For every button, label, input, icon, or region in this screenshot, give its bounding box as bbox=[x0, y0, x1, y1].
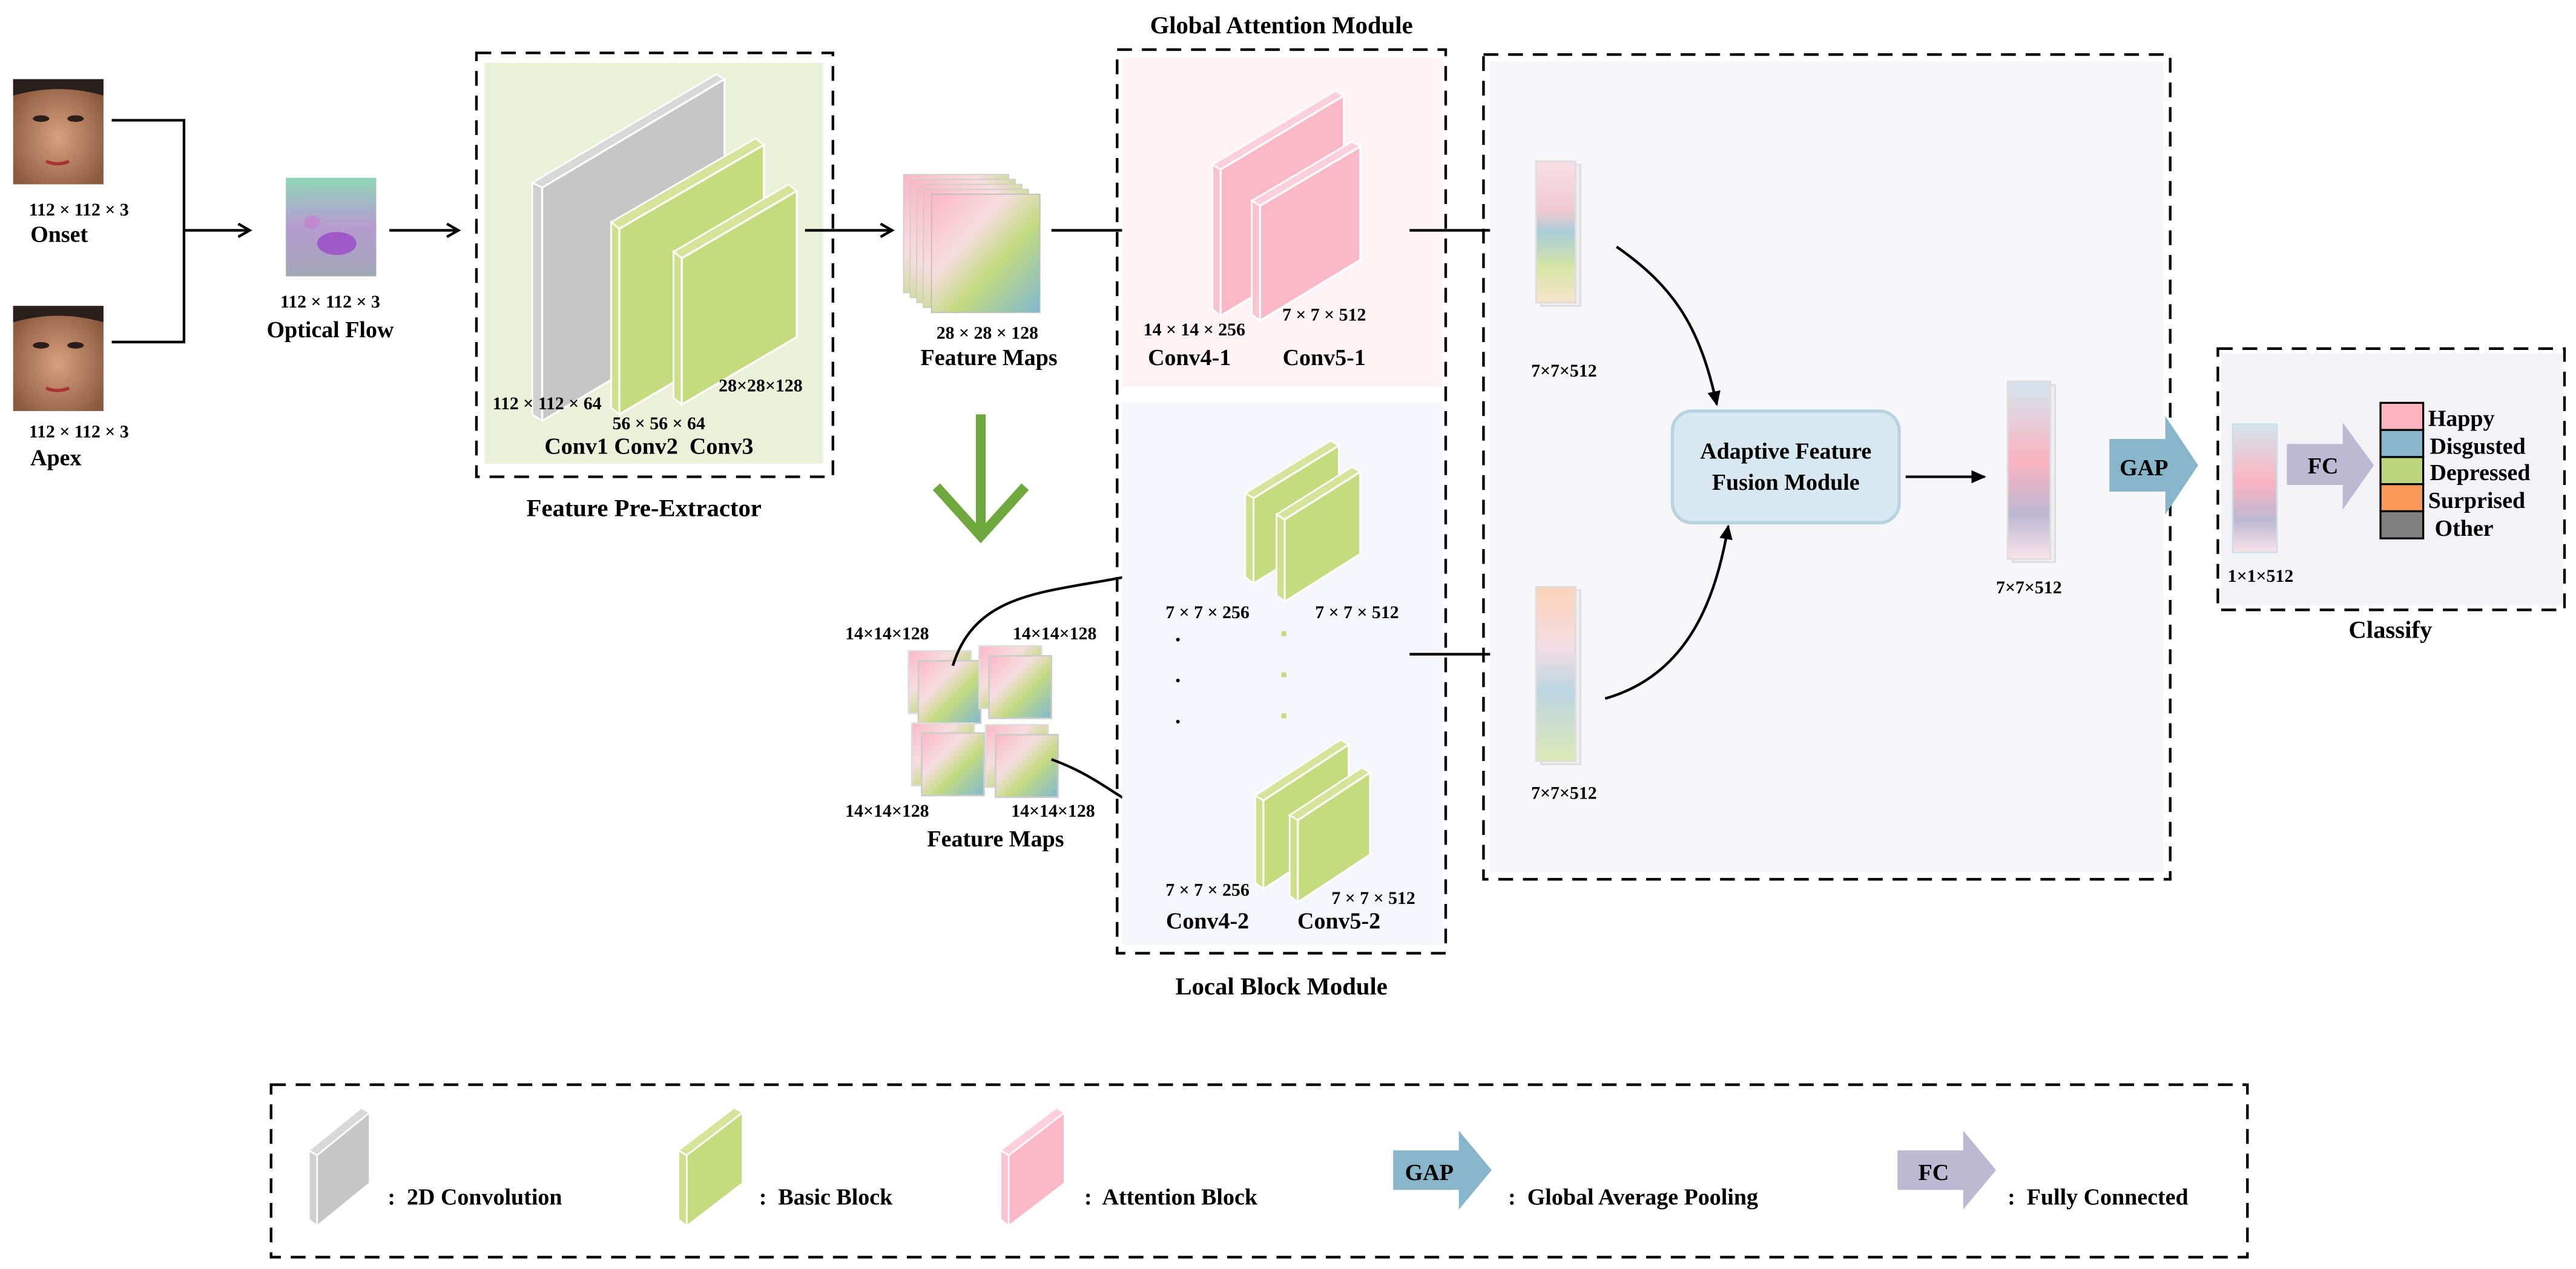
split-map-top-left bbox=[908, 650, 982, 724]
ellipsis-dot: . bbox=[1175, 704, 1181, 729]
feature-maps-size: 28 × 28 × 128 bbox=[937, 323, 1038, 343]
onset-label: Onset bbox=[30, 222, 88, 247]
input-merge-bracket bbox=[111, 119, 186, 344]
conv5-2-bottom-slab bbox=[1288, 766, 1372, 905]
class-swatch-happy bbox=[2379, 401, 2425, 431]
class-swatch-disgusted bbox=[2379, 429, 2425, 458]
fc-label: FC bbox=[2308, 453, 2339, 479]
class-swatch-depressed bbox=[2379, 456, 2425, 486]
adaptive-feature-fusion-module: Adaptive Feature Fusion Module bbox=[1670, 409, 1901, 525]
legend-gap-arrow-icon: GAP bbox=[1393, 1130, 1492, 1210]
local-bottom-conv5-size: 7 × 7 × 512 bbox=[1331, 888, 1415, 908]
legend-2d-convolution-label: : 2D Convolution bbox=[387, 1185, 562, 1210]
conv-labels: Conv1 Conv2 Conv3 bbox=[544, 433, 753, 459]
fc-arrow: FC bbox=[2287, 422, 2374, 510]
onset-size: 112 × 112 × 3 bbox=[29, 200, 129, 220]
feature-pre-extractor bbox=[475, 51, 834, 478]
class-label-other: Other bbox=[2435, 516, 2494, 541]
local-bottom-conv4-size: 7 × 7 × 256 bbox=[1165, 880, 1250, 900]
classify-vector-size: 1×1×512 bbox=[2228, 566, 2294, 586]
feature-maps-stack bbox=[903, 174, 1041, 313]
legend-fc-label: : Fully Connected bbox=[2008, 1185, 2189, 1210]
conv4-1-size: 14 × 14 × 256 bbox=[1144, 320, 1245, 340]
split-down-arrow-icon bbox=[932, 414, 1029, 544]
conv4-2-label: Conv4-2 bbox=[1166, 909, 1249, 934]
apex-face-image bbox=[13, 306, 104, 411]
feature-maps-label: Feature Maps bbox=[921, 345, 1058, 371]
conv5-1-label: Conv5-1 bbox=[1283, 345, 1366, 371]
local-block-title: Local Block Module bbox=[1175, 972, 1387, 1000]
local-feature-bar bbox=[1535, 585, 1581, 765]
conv5-1-attention-slab bbox=[1250, 140, 1362, 323]
classify-box bbox=[2216, 347, 2566, 611]
local-top-conv4-size: 7 × 7 × 256 bbox=[1165, 602, 1250, 622]
global-feature-bar bbox=[1535, 160, 1581, 307]
split-map-size-4: 14×14×128 bbox=[1011, 801, 1095, 821]
fused-output-bar bbox=[2006, 380, 2057, 563]
split-maps-label: Feature Maps bbox=[927, 826, 1064, 852]
apex-size: 112 × 112 × 3 bbox=[29, 421, 129, 441]
conv4-1-label: Conv4-1 bbox=[1148, 345, 1231, 371]
class-label-disgusted: Disgusted bbox=[2429, 433, 2525, 459]
class-label-surprised: Surprised bbox=[2428, 488, 2525, 513]
optical-flow-size: 112 × 112 × 3 bbox=[280, 292, 380, 312]
split-map-top-right bbox=[978, 645, 1053, 719]
split-map-size-1: 14×14×128 bbox=[845, 624, 929, 644]
optical-flow-label: Optical Flow bbox=[266, 317, 394, 343]
class-swatch-surprised bbox=[2379, 483, 2425, 513]
classify-feature-vector bbox=[2232, 423, 2278, 553]
split-map-bottom-left bbox=[911, 722, 985, 797]
conv5-2-label: Conv5-2 bbox=[1297, 909, 1380, 934]
local-top-conv5-size: 7 × 7 × 512 bbox=[1315, 602, 1398, 622]
ellipsis-dot: . bbox=[1175, 662, 1181, 688]
split-map-bottom-right bbox=[984, 723, 1059, 799]
legend-gap-text: GAP bbox=[1405, 1160, 1454, 1185]
arrow-local-into-fusion-module bbox=[1604, 524, 1733, 700]
global-feature-size: 7×7×512 bbox=[1531, 361, 1597, 381]
green-ellipsis-dot bbox=[1281, 631, 1286, 636]
fused-output-size: 7×7×512 bbox=[1996, 578, 2062, 598]
legend-basic-block-label: : Basic Block bbox=[759, 1185, 893, 1210]
fusion-module-line2: Fusion Module bbox=[1712, 470, 1860, 495]
conv5-1-size: 7 × 7 × 512 bbox=[1282, 305, 1366, 325]
onset-face-image bbox=[13, 79, 104, 185]
class-label-happy: Happy bbox=[2428, 406, 2495, 431]
split-map-size-2: 14×14×128 bbox=[1013, 624, 1096, 644]
class-label-depressed: Depressed bbox=[2429, 460, 2530, 486]
split-feature-maps bbox=[908, 645, 1059, 799]
conv2-size: 56 × 56 × 64 bbox=[612, 414, 705, 433]
local-feature-size: 7×7×512 bbox=[1531, 783, 1597, 803]
optical-flow-image bbox=[286, 177, 377, 277]
conv5-2-top-slab bbox=[1274, 466, 1362, 604]
legend-fc-text: FC bbox=[1919, 1160, 1949, 1185]
pre-extractor-title: Feature Pre-Extractor bbox=[527, 495, 762, 522]
classify-title: Classify bbox=[2348, 616, 2432, 643]
legend-attention-block-icon bbox=[999, 1106, 1066, 1228]
arrow-global-into-fusion-module bbox=[1615, 245, 1721, 406]
ellipsis-dot: . bbox=[1175, 621, 1181, 647]
conv3-slab bbox=[672, 183, 799, 406]
legend-attention-block-label: : Attention Block bbox=[1084, 1185, 1258, 1210]
apex-label: Apex bbox=[30, 445, 81, 470]
legend: : 2D Convolution : Basic Block : Attenti… bbox=[269, 1083, 2249, 1259]
gap-arrow: GAP bbox=[2109, 416, 2198, 515]
conv1-size: 112 × 112 × 64 bbox=[493, 394, 602, 414]
legend-gap-label: : Global Average Pooling bbox=[1508, 1185, 1758, 1210]
green-ellipsis-dot bbox=[1281, 672, 1286, 677]
gap-label: GAP bbox=[2120, 455, 2168, 481]
conv3-size: 28×28×128 bbox=[719, 375, 802, 395]
green-ellipsis-dot bbox=[1281, 713, 1286, 719]
legend-2d-convolution-icon bbox=[307, 1106, 371, 1228]
class-swatch-other bbox=[2379, 510, 2425, 539]
fusion-module-line1: Adaptive Feature bbox=[1700, 439, 1871, 464]
class-output-list: Happy Disgusted Depressed Surprised Othe… bbox=[2379, 401, 2530, 541]
legend-basic-block-icon bbox=[677, 1106, 744, 1228]
split-map-size-3: 14×14×128 bbox=[845, 801, 929, 821]
global-attention-title: Global Attention Module bbox=[1150, 12, 1413, 39]
legend-fc-arrow-icon: FC bbox=[1897, 1130, 1997, 1210]
